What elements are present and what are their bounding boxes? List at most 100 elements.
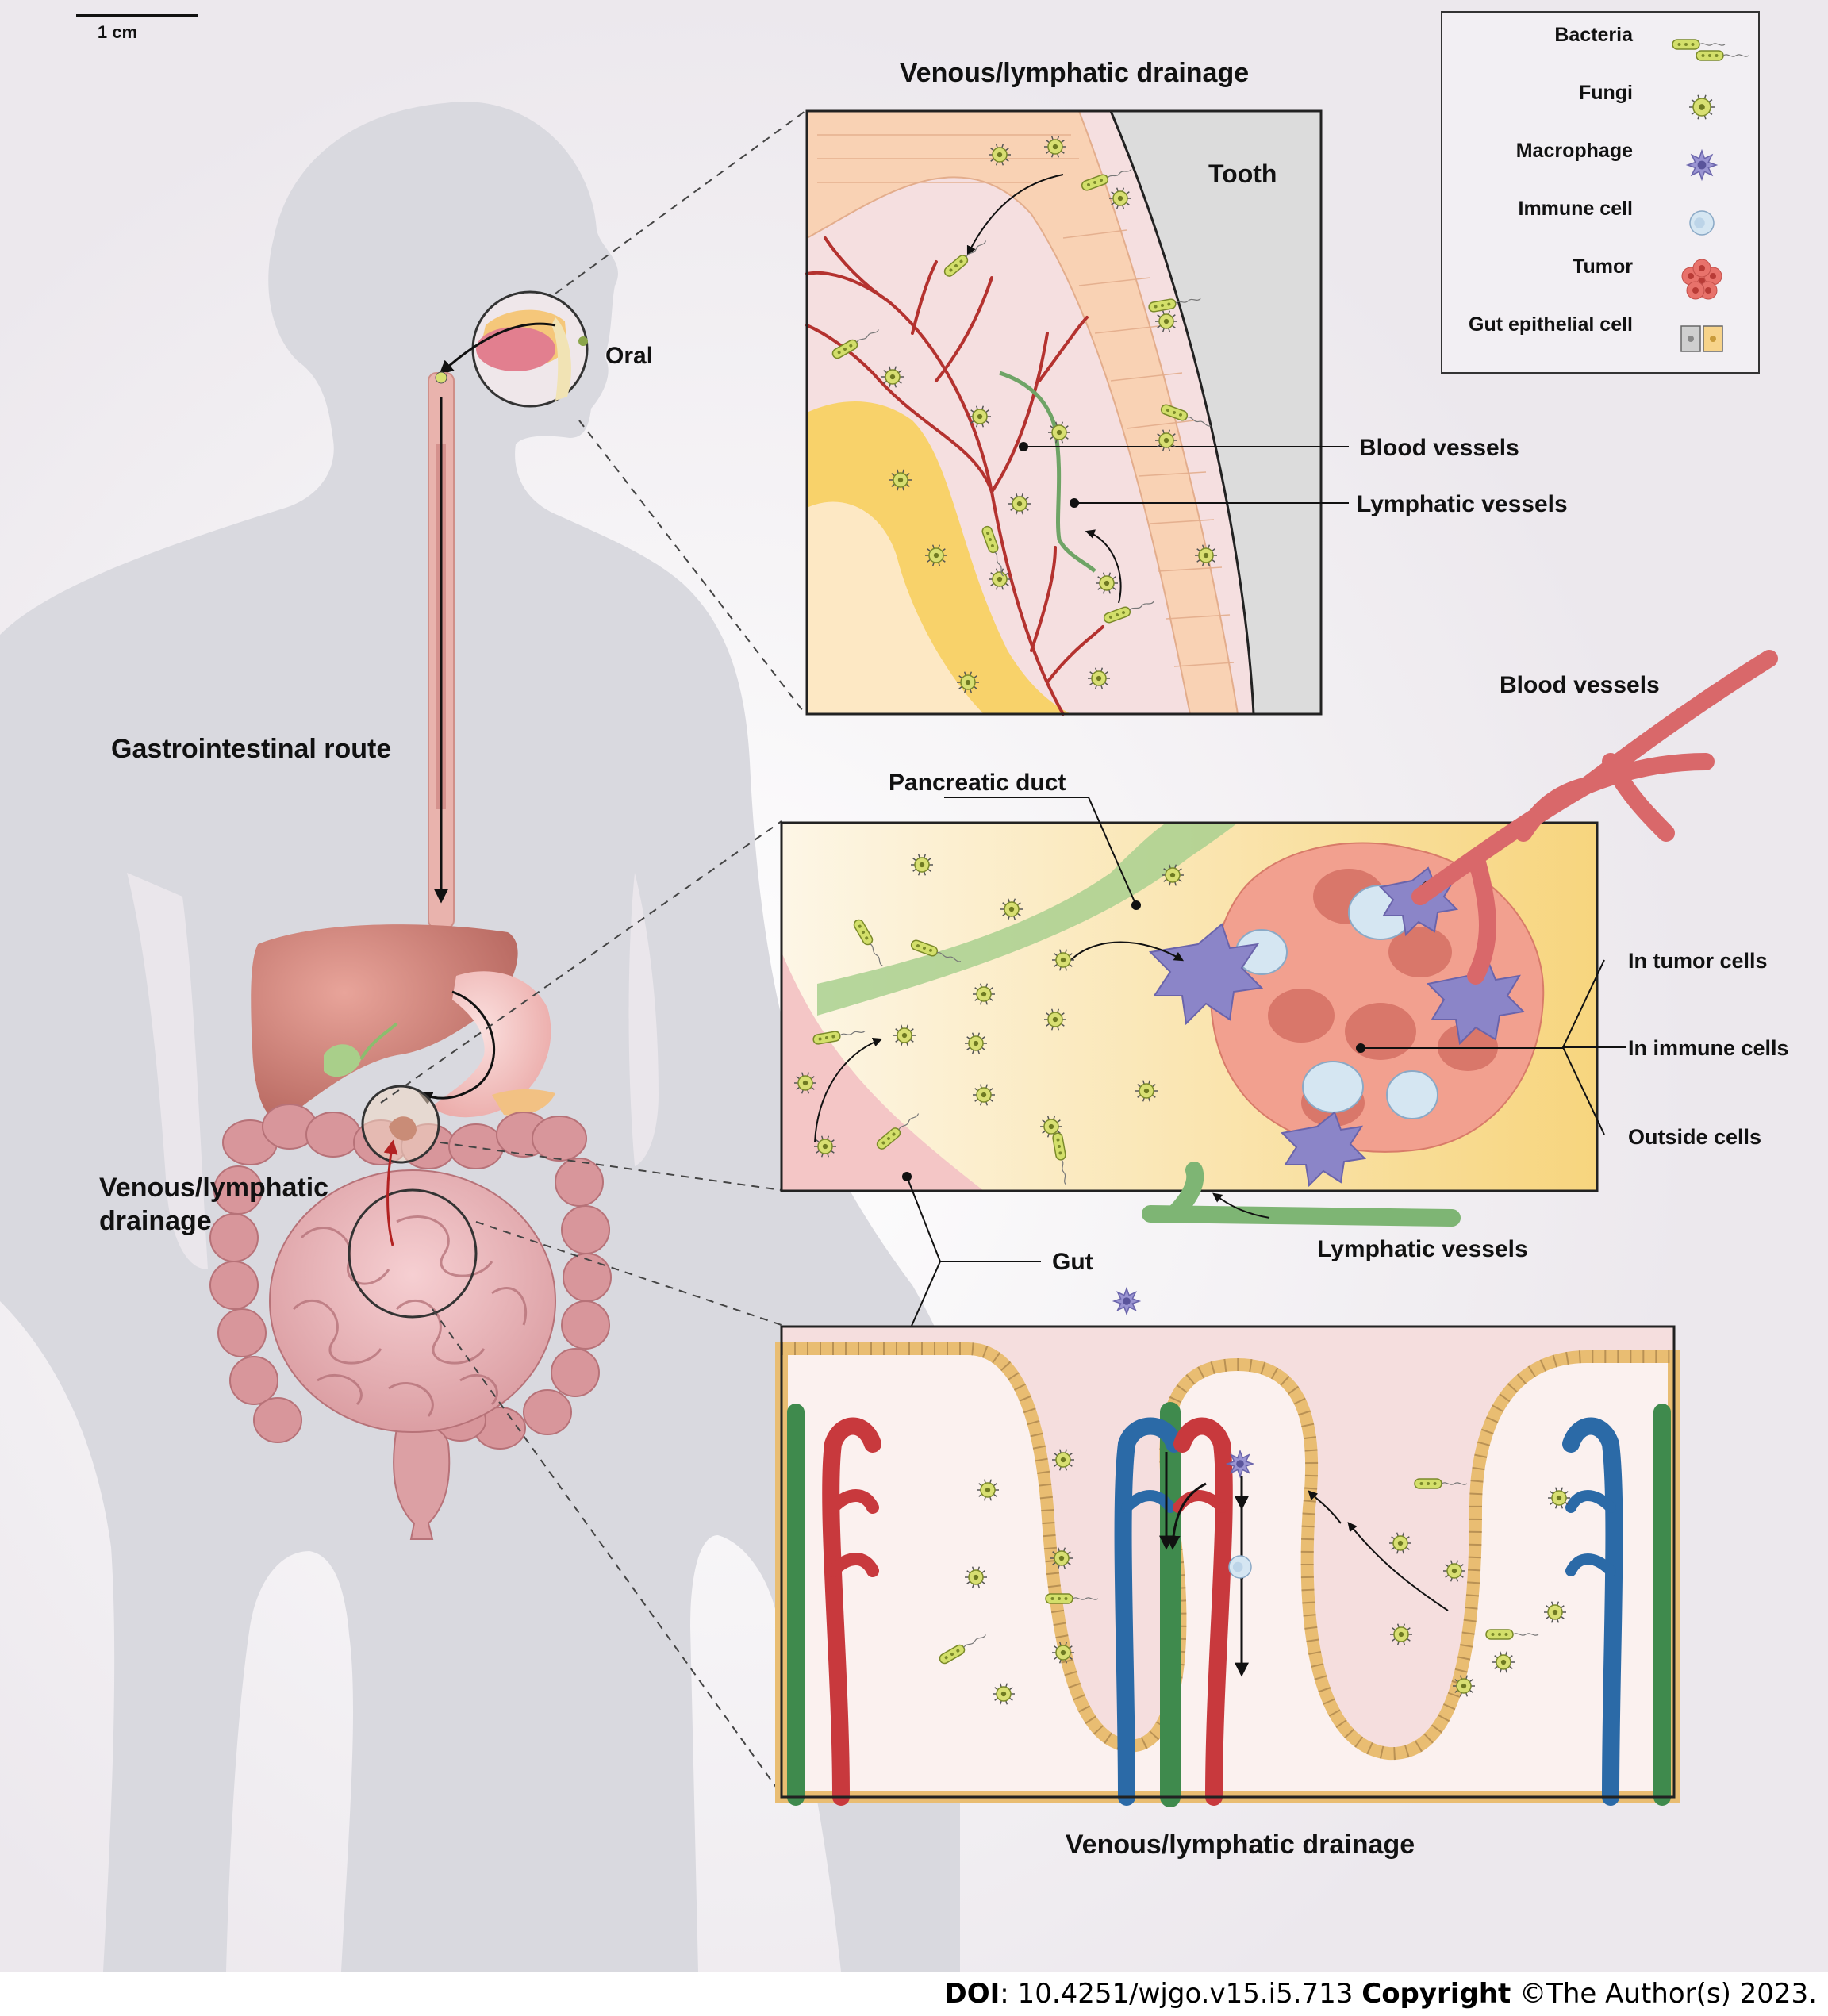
macrophage-icon [1685, 148, 1719, 182]
bacteria-icon [1160, 404, 1212, 427]
oral-lymphatic-vessels-label: Lymphatic vessels [1357, 491, 1568, 517]
footer: DOI: 10.4251/wjgo.v15.i5.713 Copyright ©… [945, 1978, 1817, 2010]
legend-item: Macrophage [1516, 140, 1719, 182]
gut-label: Gut [1052, 1249, 1093, 1275]
venous-drainage-arrow [383, 1139, 398, 1246]
gut-bracket [906, 1176, 1041, 1334]
fungi-icon [1443, 1560, 1465, 1582]
legend-item: Immune cell [1519, 198, 1715, 236]
bacteria-icon [939, 1634, 986, 1665]
fungi-icon [911, 854, 933, 876]
gi-route-label: Gastrointestinal route [111, 734, 391, 764]
legend-item-label: Tumor [1573, 255, 1633, 278]
bacteria-icon [876, 1113, 920, 1150]
bacteria-icon [1052, 1132, 1066, 1185]
fungi-icon [794, 1072, 816, 1094]
oral-route-arrow [439, 322, 556, 375]
stomach-arrow [417, 990, 495, 1105]
bacteria-icon [943, 240, 987, 277]
legend-item-label: Bacteria [1554, 24, 1634, 46]
doi-label: DOI [945, 1978, 1000, 2010]
fungi-icon [965, 1032, 987, 1054]
bacteria-icon [1103, 601, 1154, 624]
bacteria-icon [910, 939, 962, 962]
oral-inset-title: Venous/lymphatic drainage [900, 58, 1249, 88]
bacteria-icon [1148, 298, 1201, 313]
bacteria-icon [812, 1031, 866, 1045]
in-immune-leader-dot [1356, 1043, 1365, 1053]
in-immune-cells-label: In immune cells [1628, 1036, 1789, 1060]
bacteria-icon [831, 329, 879, 359]
fungi-icon [1544, 1601, 1566, 1623]
immune-cell-icon [1689, 210, 1715, 236]
gallbladder [324, 1044, 361, 1077]
gut-inset-title: Venous/lymphatic drainage [1066, 1830, 1415, 1860]
fungi-icon [1135, 1080, 1158, 1102]
microbes-layer [794, 136, 1570, 1705]
bacteria-icon [1081, 168, 1132, 191]
legend-item: Bacteria [1554, 24, 1749, 61]
fungi-icon [1044, 1008, 1066, 1031]
fungi-icon [989, 144, 1011, 166]
fungi-icon [881, 366, 904, 388]
copyright-value: ©The Author(s) 2023. [1511, 1978, 1817, 2010]
oral-inset [805, 109, 1323, 716]
fungi-icon [1195, 544, 1217, 566]
bile-duct [359, 1022, 398, 1061]
pancreas-blood-vessels-label: Blood vessels [1500, 672, 1660, 698]
stomach [432, 971, 551, 1118]
fungi-icon [1000, 898, 1023, 920]
blood-vessels-leader-dot [1019, 442, 1028, 451]
fungi-icon [1492, 1651, 1515, 1673]
oral-blood-vessels-label: Blood vessels [1359, 435, 1519, 461]
fungi-icon [1052, 1642, 1074, 1664]
arm-gap-right [628, 873, 659, 1166]
bacteria-icon [1414, 1478, 1468, 1489]
lymphatic-vessels-leader-dot [1070, 498, 1079, 508]
gut-inset [775, 1325, 1680, 1807]
pancreas-blood-vessels [1411, 650, 1778, 985]
drainage-label-line1: Venous/lymphatic [99, 1173, 328, 1203]
gut-epithelial-cell-icon [1680, 325, 1723, 352]
fungi-icon [893, 1024, 916, 1046]
fungi-icon [1453, 1675, 1475, 1697]
liver [251, 924, 518, 1120]
bacteria-icon [853, 919, 883, 966]
fungi-icon [925, 544, 947, 566]
fungi-icon [965, 1566, 987, 1588]
fungi-icon [1008, 493, 1031, 515]
macrophage-icon [1225, 1449, 1255, 1479]
legend-item-label: Gut epithelial cell [1469, 313, 1633, 336]
legend-item: Fungi [1579, 82, 1715, 120]
lymphatic-migration-arrow [1212, 1192, 1270, 1219]
bacteria-icon [981, 525, 1004, 577]
fungi-icon [889, 469, 912, 491]
legend-item: Tumor [1573, 255, 1722, 300]
fungi-icon [1548, 1487, 1570, 1509]
bacteria-icon [1485, 1629, 1539, 1640]
fungi-icon [993, 1683, 1015, 1705]
fungi-icon [1689, 94, 1715, 120]
bacteria-icon [1696, 50, 1749, 61]
legend-item-label: Macrophage [1516, 140, 1633, 162]
human-silhouette [0, 102, 960, 1972]
fungi-icon [1389, 1532, 1411, 1554]
zoom-connectors [380, 110, 806, 1795]
pancreatic-duct-label: Pancreatic duct [889, 770, 1066, 796]
fungi-icon [1096, 572, 1118, 594]
pancreas-lymphatic-vessel [1142, 1162, 1461, 1227]
pancreatic-duct-leader [944, 797, 1137, 906]
fungi-icon [977, 1479, 999, 1501]
drainage-label-line2: drainage [99, 1206, 212, 1236]
fungi-icon [1052, 949, 1074, 971]
bacteria-icon [1672, 39, 1726, 50]
pancreatic-duct-leader-dot [1131, 900, 1141, 910]
fungi-icon [1052, 1449, 1074, 1471]
fungi-icon [1044, 136, 1066, 158]
scale-bar-label: 1 cm [98, 22, 137, 42]
fungi-icon [1050, 1547, 1073, 1569]
oral-cavity-detail [471, 290, 589, 408]
pancreas-lymphatic-vessels-label: Lymphatic vessels [1317, 1236, 1528, 1262]
immune-cell-icon [1228, 1555, 1252, 1579]
